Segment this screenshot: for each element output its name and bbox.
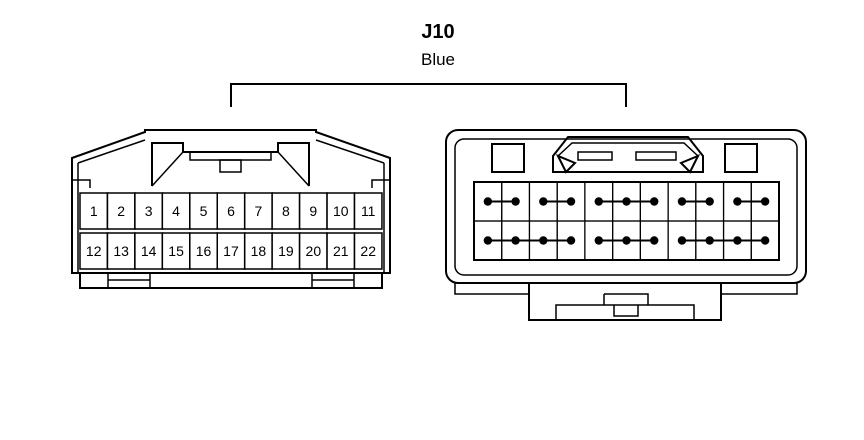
pin-number: 13 — [113, 243, 129, 259]
pin-number: 20 — [306, 243, 322, 259]
terminal-dot — [705, 236, 714, 245]
terminal-dot — [566, 197, 576, 206]
terminal-dot — [483, 197, 493, 206]
terminal-dot — [733, 197, 742, 206]
connector-color: Blue — [421, 50, 455, 69]
right-bottom-housing-inner — [555, 293, 695, 320]
pin-cell — [79, 192, 109, 230]
pin-cell — [271, 232, 301, 270]
terminal-dot — [594, 236, 603, 245]
pin-cell — [298, 232, 328, 270]
terminal-dot — [511, 197, 520, 206]
pin-number: 5 — [200, 203, 208, 219]
pin-cell — [106, 232, 136, 270]
pin-number: 7 — [255, 203, 263, 219]
left-base-feet — [107, 273, 355, 288]
left-housing-outline — [71, 129, 391, 274]
left-lock-tab — [151, 142, 310, 186]
terminal-dot — [566, 236, 576, 245]
right-housing-inner — [454, 138, 798, 276]
terminal-dot — [650, 197, 659, 206]
right-terminal-grid — [473, 181, 780, 261]
connector-right-view — [445, 129, 807, 321]
terminal-dot — [622, 236, 631, 245]
left-lock-latch — [219, 159, 242, 173]
pin-number: 1 — [90, 203, 98, 219]
pin-number: 9 — [309, 203, 317, 219]
terminal-dot — [483, 236, 493, 245]
left-housing-inner — [77, 139, 385, 273]
pin-number: 21 — [333, 243, 349, 259]
terminal-dot — [760, 197, 770, 206]
pin-number: 3 — [145, 203, 153, 219]
pin-cell — [161, 232, 191, 270]
pin-cell — [134, 192, 164, 230]
pin-number: 4 — [172, 203, 180, 219]
pin-cell — [216, 192, 246, 230]
pin-number: 22 — [360, 243, 376, 259]
left-base-rail — [79, 273, 383, 289]
right-guide-window-right — [724, 143, 758, 173]
pin-number: 15 — [168, 243, 184, 259]
terminal-dot — [733, 236, 742, 245]
terminal-dot — [677, 236, 687, 245]
pin-cell — [79, 232, 109, 270]
pin-number: 14 — [141, 243, 157, 259]
pin-number: 19 — [278, 243, 294, 259]
pin-cell — [243, 232, 273, 270]
terminal-dot — [650, 236, 659, 245]
terminal-dot — [539, 197, 548, 206]
terminal-dot — [511, 236, 520, 245]
pin-cell — [189, 232, 219, 270]
right-lock-tab — [552, 136, 704, 173]
pin-cell — [298, 192, 328, 230]
pin-number: 6 — [227, 203, 235, 219]
pin-number: 12 — [86, 243, 102, 259]
pin-number: 18 — [251, 243, 267, 259]
pin-number: 16 — [196, 243, 212, 259]
terminal-dot — [594, 197, 603, 206]
view-bracket — [230, 83, 627, 107]
right-lock-tab-inner — [557, 142, 699, 161]
left-side-steps — [72, 179, 390, 188]
terminal-dot — [705, 197, 714, 206]
right-terminal-links — [483, 197, 770, 245]
pin-number: 8 — [282, 203, 290, 219]
right-bottom-housing — [528, 283, 722, 321]
right-guide-window-left — [491, 143, 525, 173]
terminal-dot — [760, 236, 770, 245]
terminal-dot — [622, 197, 631, 206]
pin-number: 17 — [223, 243, 239, 259]
right-housing-outline — [445, 129, 807, 284]
pin-cell — [353, 192, 383, 230]
pin-cell — [216, 232, 246, 270]
left-lock-tab-ramp — [151, 151, 310, 187]
pin-number: 10 — [333, 203, 349, 219]
terminal-dot — [677, 197, 687, 206]
pin-number: 2 — [117, 203, 125, 219]
pin-cell — [161, 192, 191, 230]
pin-cell — [353, 232, 383, 270]
right-lock-notch-left — [555, 154, 577, 174]
pin-number: 11 — [361, 203, 376, 219]
terminal-dot — [539, 236, 548, 245]
pin-cell — [243, 192, 273, 230]
right-bottom-rail — [454, 283, 798, 295]
connector-id: J10 — [421, 21, 454, 43]
right-lock-notch-right — [679, 154, 701, 174]
